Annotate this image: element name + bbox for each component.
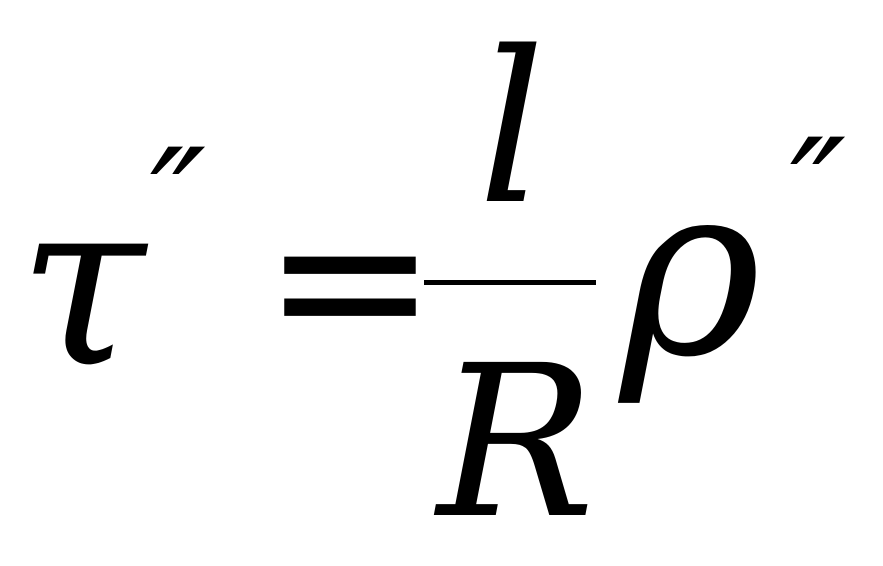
fraction-numerator: l [478,6,546,251]
tau-symbol: τ [18,151,146,418]
fraction-bar [424,280,596,285]
rho-symbol: ρ [620,130,762,410]
rho-double-prime: ″ [790,108,847,282]
tau-double-prime: ″ [150,118,207,292]
equals-sign: = [262,157,438,402]
fraction-denominator: R [437,320,596,565]
